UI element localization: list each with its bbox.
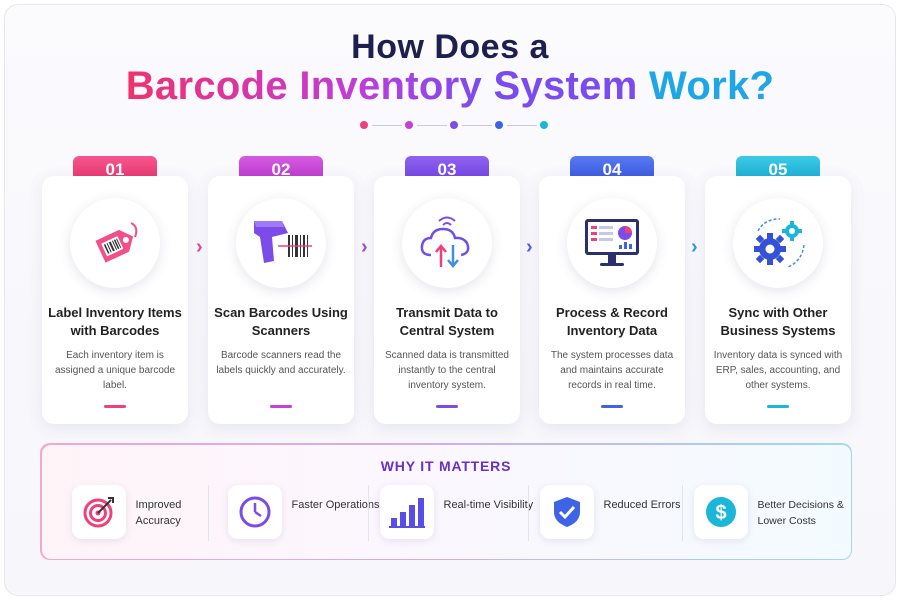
- dot-connector: [372, 124, 402, 126]
- why-it-matters-title: WHY IT MATTERS: [380, 457, 512, 474]
- decorative-dots: [0, 121, 900, 131]
- step-title: Sync with Other Business Systems: [720, 305, 836, 338]
- step-description: Each inventory item is assigned a unique…: [54, 350, 176, 391]
- barcode-tag-icon: [95, 222, 138, 263]
- dot-1: [360, 121, 368, 129]
- barcode-scanner-icon: [254, 221, 312, 263]
- step-icon-circle: [567, 198, 657, 288]
- step-card-2: Scan Barcodes Using Scanners Barcode sca…: [208, 176, 354, 424]
- benefit-icon-box: $: [693, 484, 748, 539]
- step-title: Process & Record Inventory Data: [556, 305, 668, 338]
- clock-icon: [239, 496, 270, 527]
- benefit-label: Better Decisions & Lower Costs: [757, 498, 844, 527]
- benefit-icon-box: [539, 484, 594, 539]
- step-card-1: Label Inventory Items with Barcodes Each…: [42, 176, 188, 424]
- dot-connector: [507, 124, 537, 126]
- step-icon-circle: [236, 198, 326, 288]
- benefit-divider: [367, 484, 369, 541]
- chevron-right-icon: ›: [196, 236, 203, 258]
- benefit-icon-box: [379, 484, 434, 539]
- why-it-matters-panel: WHY IT MATTERS Improved Accuracy: [40, 443, 852, 560]
- dollar-icon: $: [705, 496, 736, 527]
- dot-3: [450, 121, 458, 129]
- step-description: The system processes data and maintains …: [550, 350, 674, 391]
- chevron-right-icon: ›: [361, 236, 368, 258]
- monitor-dashboard-icon: [585, 219, 639, 266]
- step-accent-bar: [436, 405, 458, 408]
- svg-text:$: $: [715, 502, 726, 524]
- benefit-icon-box: [227, 484, 282, 539]
- step-description: Scanned data is transmitted instantly to…: [385, 350, 509, 391]
- chevron-right-icon: ›: [526, 236, 533, 258]
- step-card-3: Transmit Data to Central System Scanned …: [374, 176, 520, 424]
- gears-sync-icon: [754, 218, 805, 268]
- title-line-1: How Does a: [351, 28, 549, 66]
- benefit-icon-box: [71, 484, 126, 539]
- target-icon: [83, 496, 114, 527]
- step-title: Label Inventory Items with Barcodes: [48, 305, 182, 338]
- step-description: Inventory data is synced with ERP, sales…: [713, 350, 843, 391]
- step-card-4: Process & Record Inventory Data The syst…: [539, 176, 685, 424]
- benefit-label: Reduced Errors: [603, 498, 681, 511]
- dot-connector: [417, 124, 447, 126]
- why-it-matters-inner: WHY IT MATTERS Improved Accuracy: [41, 444, 851, 559]
- step-icon-circle: [402, 198, 492, 288]
- benefit-divider: [527, 484, 529, 541]
- benefit-label: Faster Operations: [291, 498, 380, 511]
- step-accent-bar: [767, 405, 789, 408]
- step-icon-circle: [70, 198, 160, 288]
- title-highlight: Barcode Inventory System: [125, 64, 638, 108]
- benefit-divider: [681, 484, 683, 541]
- chevron-right-icon: ›: [691, 236, 698, 258]
- step-accent-bar: [104, 405, 126, 408]
- step-title: Scan Barcodes Using Scanners: [214, 305, 348, 338]
- dot-2: [405, 121, 413, 129]
- dot-5: [540, 121, 548, 129]
- dot-4: [495, 121, 503, 129]
- step-accent-bar: [270, 405, 292, 408]
- dot-connector: [462, 124, 492, 126]
- step-accent-bar: [601, 405, 623, 408]
- title-end: Work?: [649, 64, 775, 108]
- step-card-5: Sync with Other Business Systems Invento…: [705, 176, 851, 424]
- step-title: Transmit Data to Central System: [396, 305, 498, 338]
- benefit-label: Real-time Visibility: [443, 498, 534, 511]
- benefit-divider: [207, 484, 209, 541]
- benefit-label: Improved Accuracy: [135, 498, 182, 527]
- cloud-sync-icon: [420, 216, 470, 268]
- step-description: Barcode scanners read the labels quickly…: [216, 350, 346, 376]
- step-icon-circle: [733, 198, 823, 288]
- shield-check-icon: [553, 496, 580, 527]
- bar-chart-icon: [388, 497, 425, 528]
- title-line-2: Barcode Inventory System Work?: [0, 64, 900, 109]
